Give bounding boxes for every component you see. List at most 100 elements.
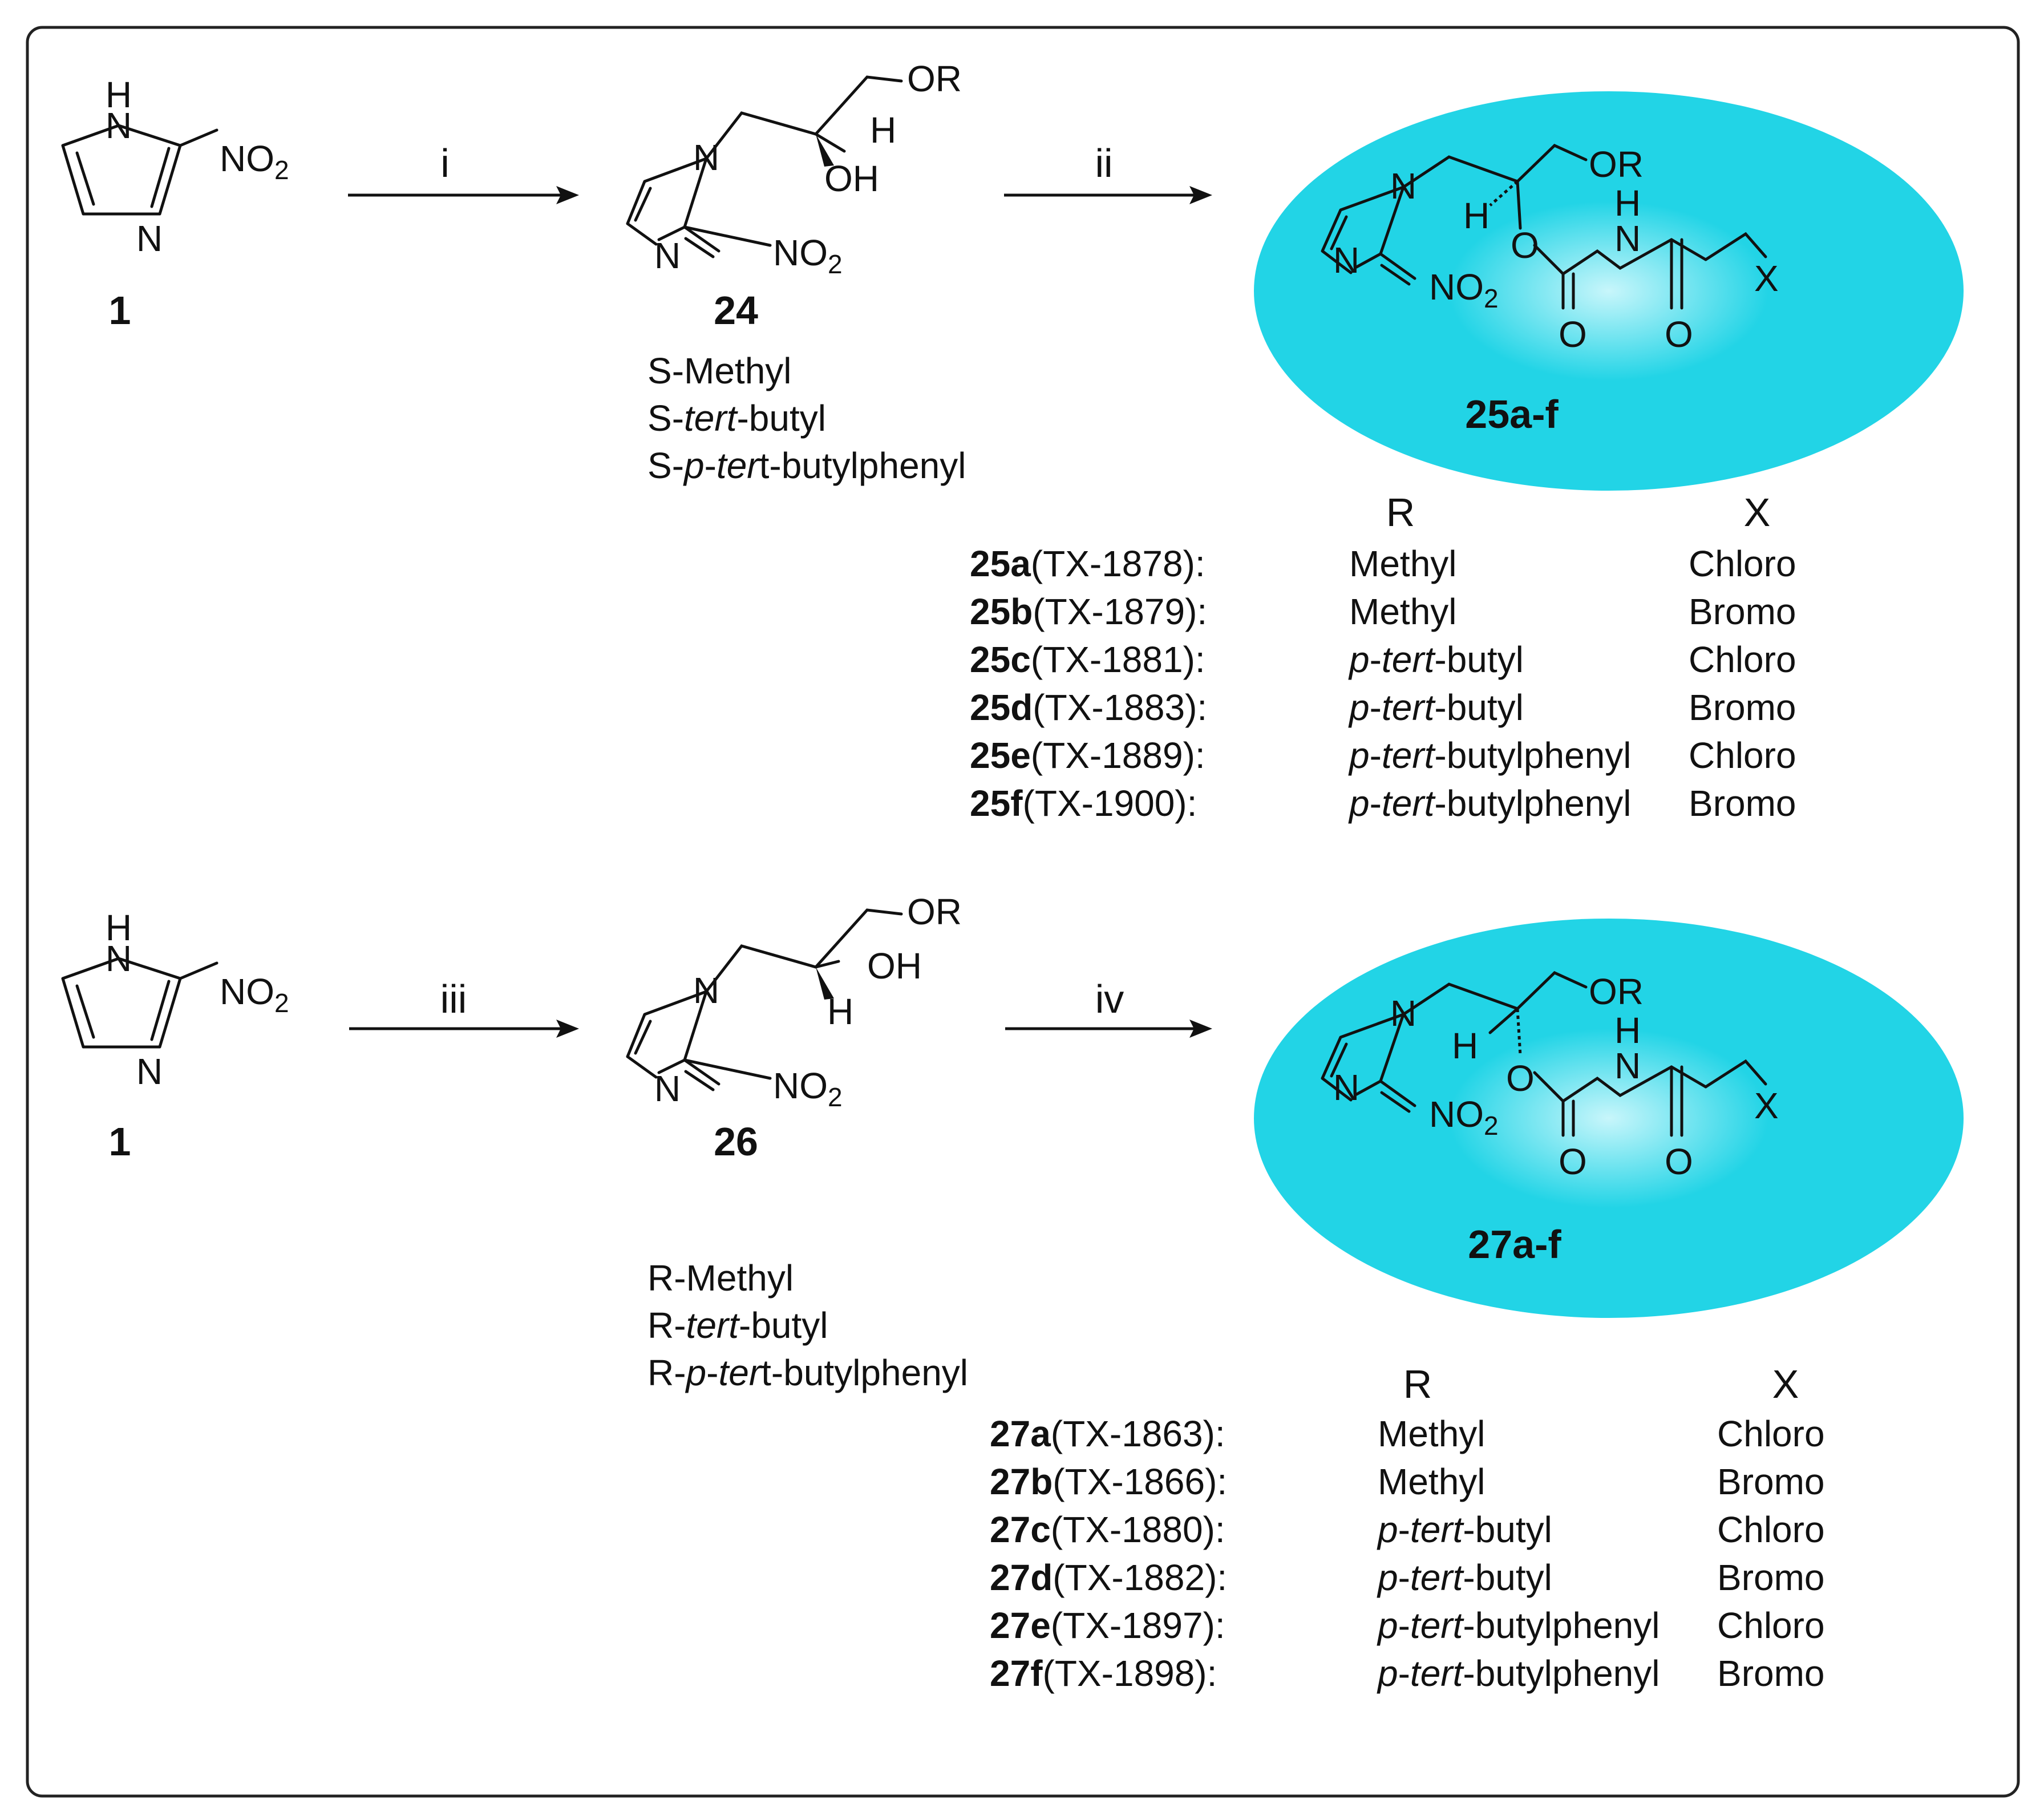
compound-26-structure: N N OR OH H NO2 [626,891,962,1112]
compound-id-cell: 27e(TX-1897): [990,1605,1225,1646]
compound-1-bottom-structure: H N N NO2 [61,907,289,1092]
atom-n: N [654,235,681,276]
atom-h: H [1614,1010,1641,1051]
product-25-highlight [1254,91,1964,491]
atom-n: N [136,1051,163,1092]
atom-h: H [870,110,896,151]
variant-26-2: R-p-tert-butylphenyl [647,1352,968,1393]
r-group-cell: p-tert-butyl [1377,1557,1552,1598]
arrow-step-ii-head [1189,186,1212,204]
table-25-header-x: X [1744,490,1771,535]
r-group-cell: p-tert-butyl [1348,639,1524,680]
atom-n: N [1614,218,1641,259]
atom-o: O [1559,314,1587,355]
r-group-cell: Methyl [1378,1413,1486,1454]
atom-n: N [693,137,719,178]
x-group-cell: Chloro [1717,1605,1825,1646]
arrow-step-iv-head [1189,1020,1212,1038]
atom-or: OR [907,891,962,932]
atom-o: O [1559,1141,1587,1182]
atom-n: N [136,218,163,259]
x-group-cell: Chloro [1717,1413,1825,1454]
product-27-highlight [1254,919,1964,1318]
nitro-group: NO2 [1429,1094,1499,1140]
compound-id-cell: 27b(TX-1866): [990,1461,1227,1502]
atom-h: H [1452,1025,1478,1066]
x-group-cell: Chloro [1689,735,1796,776]
atom-or: OR [1589,971,1644,1012]
compound-id-cell: 27a(TX-1863): [990,1413,1225,1454]
r-group-cell: p-tert-butylphenyl [1348,783,1631,824]
arrow-step-i-head [556,186,579,204]
atom-oh: OH [867,945,922,986]
atom-n: N [106,105,132,146]
x-group-cell: Bromo [1689,591,1796,632]
atom-n: N [693,970,719,1011]
atom-n: N [106,938,132,979]
compound-label-1-top: 1 [109,288,131,333]
atom-o: O [1665,1141,1693,1182]
wedge-bond [816,967,834,1000]
nitro-group: NO2 [220,138,289,185]
x-group-cell: Bromo [1689,783,1796,824]
x-group-cell: Bromo [1717,1461,1825,1502]
atom-or: OR [1589,144,1644,185]
compound-label-26: 26 [714,1119,758,1164]
compound-id-cell: 25d(TX-1883): [970,687,1207,728]
compound-27-structure: N N OR H O H N O O X NO2 [1321,971,1779,1182]
x-group-cell: Bromo [1717,1653,1825,1694]
atom-o: O [1665,314,1693,355]
atom-n: N [1333,1067,1359,1108]
nitro-group: NO2 [1429,266,1499,313]
compound-label-27: 27a-f [1468,1222,1561,1267]
variant-26-0: R-Methyl [647,1257,794,1299]
x-group-cell: Bromo [1717,1557,1825,1598]
atom-o: O [1511,225,1539,266]
atom-n: N [1614,1045,1641,1086]
atom-h: H [827,991,853,1032]
atom-h: H [1614,183,1641,224]
step-label-iii: iii [440,977,467,1021]
compound-id-cell: 27f(TX-1898): [990,1653,1217,1694]
compound-24-structure: N N OR H OH NO2 [626,58,962,279]
atom-h: H [1463,195,1490,236]
atom-o: O [1506,1058,1535,1099]
atom-or: OR [907,58,962,99]
table-27-header-x: X [1772,1362,1799,1406]
variant-26-1: R-tert-butyl [647,1305,828,1346]
arrows [348,186,1212,1038]
table-27-header-r: R [1403,1362,1432,1406]
atom-n: N [1390,993,1416,1034]
atom-oh: OH [824,158,879,199]
r-group-cell: p-tert-butyl [1348,687,1524,728]
compound-id-cell: 27c(TX-1880): [990,1509,1225,1550]
compound-id-cell: 27d(TX-1882): [990,1557,1227,1598]
compound-id-cell: 25f(TX-1900): [970,783,1197,824]
wedge-bond [816,134,834,167]
arrow-step-iii-head [556,1020,579,1038]
compound-id-cell: 25b(TX-1879): [970,591,1207,632]
scheme-frame [26,26,2020,1798]
nitro-group: NO2 [773,1065,843,1112]
r-group-cell: Methyl [1349,543,1457,584]
x-group-cell: Chloro [1717,1509,1825,1550]
hashed-bond [1516,1008,1522,1056]
compound-25-structure: N N OR H O H N O O X NO2 [1321,144,1779,355]
step-label-iv: iv [1095,977,1124,1021]
atom-x: X [1754,258,1779,299]
r-group-cell: Methyl [1349,591,1457,632]
compound-id-cell: 25c(TX-1881): [970,639,1205,680]
atom-n: N [1390,165,1416,207]
nitro-group: NO2 [773,232,843,279]
atom-h: H [106,907,132,948]
compound-label-1-bottom: 1 [109,1119,131,1164]
hashed-bond [1489,180,1519,207]
compound-id-cell: 25a(TX-1878): [970,543,1205,584]
atom-n: N [654,1068,681,1109]
x-group-cell: Chloro [1689,543,1796,584]
atom-x: X [1754,1085,1779,1126]
nitro-group: NO2 [220,971,289,1018]
